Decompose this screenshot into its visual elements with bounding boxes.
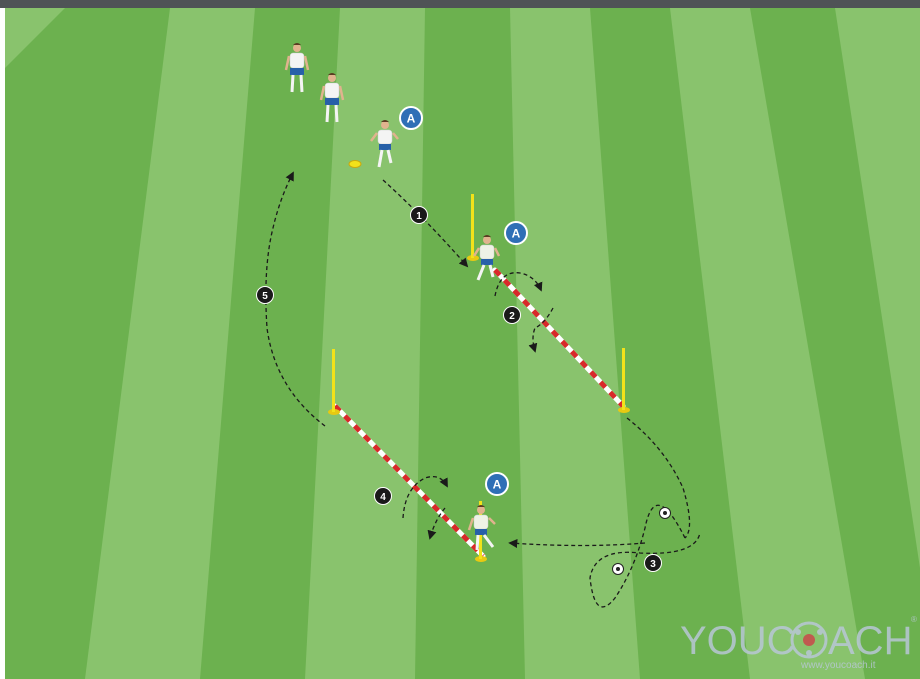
player-badge-a: A [486,473,508,495]
pitch: A A A 1 2 3 4 5 [5,8,920,679]
ball-icon [660,508,671,519]
step-badge-3: 3 [645,555,662,572]
logo-website: www.youcoach.it [800,660,876,671]
step-badge-2: 2 [504,307,521,324]
pitch-stripes [5,8,920,679]
step-badge-5: 5 [257,287,274,304]
svg-text:3: 3 [650,559,656,570]
svg-text:A: A [512,227,521,241]
cone-icon [349,161,361,168]
svg-text:A: A [493,478,502,492]
svg-text:YOUC: YOUC [680,619,796,663]
ball-icon [613,564,624,575]
svg-text:1: 1 [416,211,422,222]
svg-text:2: 2 [509,311,515,322]
step-badge-4: 4 [375,488,392,505]
player-badge-a: A [400,107,422,129]
svg-text:ACH: ACH [828,619,912,663]
svg-text:A: A [407,112,416,126]
player-badge-a: A [505,222,527,244]
step-badge-1: 1 [411,207,428,224]
svg-text:4: 4 [380,492,386,503]
svg-text:®: ® [911,615,917,624]
svg-text:5: 5 [262,291,268,302]
top-bar [0,0,920,8]
